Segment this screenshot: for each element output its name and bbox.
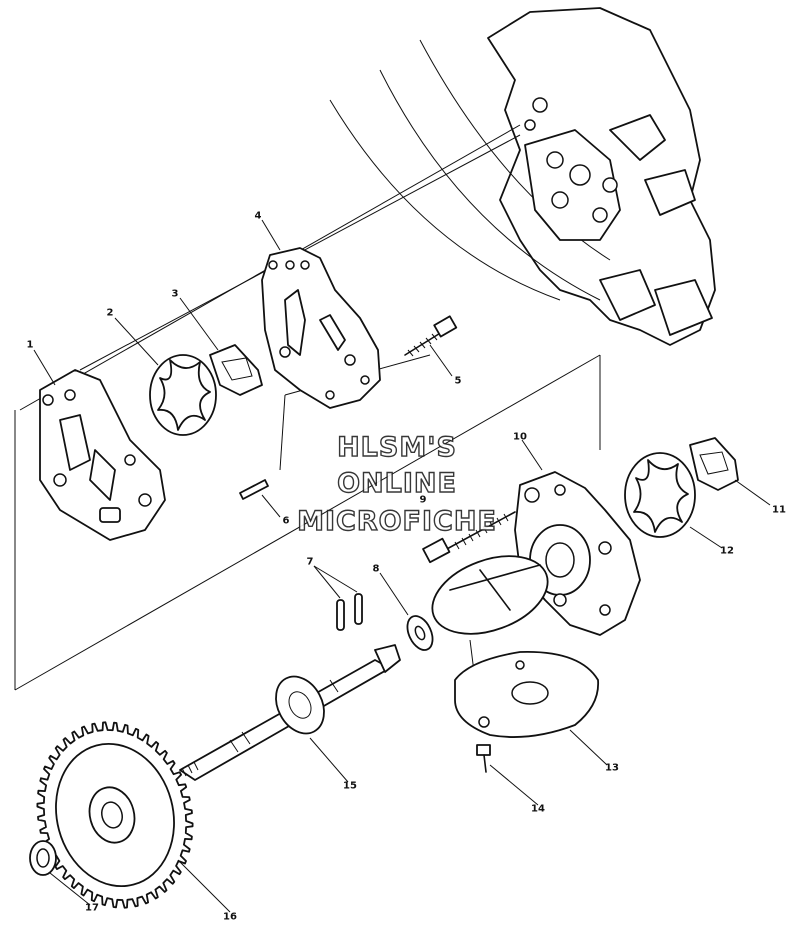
washer-part-8	[406, 615, 434, 651]
pump-housing-part-1	[39, 369, 166, 541]
callout-1: 1	[26, 339, 34, 351]
callout-7: 7	[306, 556, 314, 568]
callout-17: 17	[85, 902, 99, 914]
callout-16: 16	[223, 911, 237, 923]
pins-part-7	[336, 593, 363, 631]
callout-8: 8	[372, 563, 380, 575]
callout-10: 10	[513, 431, 527, 443]
callout-6: 6	[282, 515, 290, 527]
callout-9: 9	[419, 494, 427, 506]
outer-rotor-part-12	[624, 452, 696, 538]
bolt-part-5	[404, 315, 458, 357]
callout-15: 15	[343, 780, 357, 792]
screw-part-14	[476, 744, 491, 773]
callout-11: 11	[772, 504, 786, 516]
inner-rotor-part-11	[689, 437, 739, 491]
callout-2: 2	[106, 307, 114, 319]
shaft-part-15	[179, 644, 401, 781]
long-bolt-part-9	[422, 511, 516, 564]
pump-plate-part-4	[261, 247, 381, 409]
callout-12: 12	[720, 545, 734, 557]
leader-lines	[33, 219, 771, 913]
inner-rotor-part-3	[209, 344, 263, 396]
watermark-line-1: HLSM'S	[336, 431, 457, 463]
dowel-pin-part-6	[239, 479, 269, 500]
watermark-line-3: MICROFICHE	[296, 505, 497, 537]
callout-3: 3	[171, 288, 179, 300]
callout-14: 14	[531, 803, 545, 815]
callout-5: 5	[454, 375, 462, 387]
crankcase	[329, 7, 716, 346]
outer-rotor-part-2	[149, 354, 217, 436]
cover-plate-part-13	[454, 651, 599, 738]
gear-part-16	[36, 721, 194, 909]
watermark-line-2: ONLINE	[336, 467, 457, 499]
cover-gasket	[431, 555, 549, 635]
callout-4: 4	[254, 210, 262, 222]
pump-cover-part-10	[514, 471, 641, 636]
seal-part-17	[29, 840, 57, 876]
callout-13: 13	[605, 762, 619, 774]
